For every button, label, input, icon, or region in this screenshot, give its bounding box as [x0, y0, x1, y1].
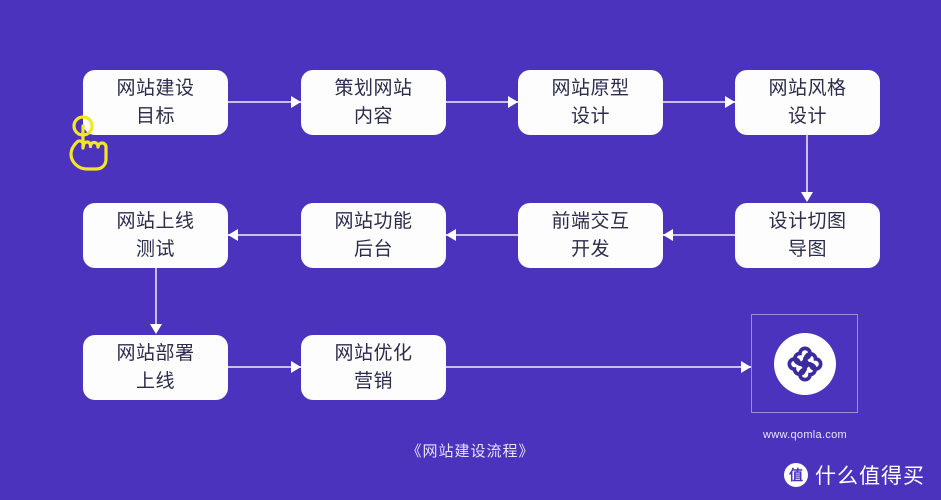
edge-deploy-to-optimize [228, 366, 301, 368]
qomla-pinwheel-logo-icon [787, 346, 822, 381]
arrow-prototype-to-style [725, 96, 735, 108]
arrow-test-to-deploy [150, 324, 162, 334]
arrow-style-to-slicing [801, 192, 813, 202]
edge-backend-to-test [228, 234, 301, 236]
flow-node-plan-content[interactable]: 策划网站 内容 [301, 70, 446, 135]
edge-frontend-to-backend [446, 234, 518, 236]
diagram-caption: 《网站建设流程》 [406, 443, 535, 460]
flow-node-backend-function[interactable]: 网站功能 后台 [301, 203, 446, 268]
edge-optimize-to-logo [446, 366, 751, 368]
arrow-slicing-to-frontend [663, 229, 673, 241]
flow-node-frontend-dev[interactable]: 前端交互 开发 [518, 203, 663, 268]
pointing-hand-tap-icon [66, 114, 118, 174]
arrow-plan-to-prototype [508, 96, 518, 108]
watermark-text: 什么值得买 [815, 465, 925, 488]
arrow-frontend-to-backend [446, 229, 456, 241]
arrow-backend-to-test [228, 229, 238, 241]
flow-node-launch-test[interactable]: 网站上线 测试 [83, 203, 228, 268]
logo-disc [773, 332, 836, 395]
flow-node-style-design[interactable]: 网站风格 设计 [735, 70, 880, 135]
edge-test-to-deploy [155, 268, 157, 327]
edge-plan-to-prototype [446, 101, 518, 103]
edge-slicing-to-frontend [663, 234, 735, 236]
edge-goal-to-plan [228, 101, 301, 103]
flow-node-website-goal[interactable]: 网站建设 目标 [83, 70, 228, 135]
flow-node-deploy-online[interactable]: 网站部署 上线 [83, 335, 228, 400]
logo-url-label: www.qomla.com [763, 429, 847, 441]
arrow-optimize-to-logo [741, 361, 751, 373]
edge-style-to-slicing [806, 135, 808, 195]
watermark: 值 什么值得买 [784, 460, 925, 490]
flow-node-optimize-marketing[interactable]: 网站优化 营销 [301, 335, 446, 400]
flow-node-slicing-mapping[interactable]: 设计切图 导图 [735, 203, 880, 268]
arrow-goal-to-plan [291, 96, 301, 108]
flow-node-prototype-design[interactable]: 网站原型 设计 [518, 70, 663, 135]
watermark-badge-icon: 值 [784, 463, 808, 487]
arrow-deploy-to-optimize [291, 361, 301, 373]
edge-prototype-to-style [663, 101, 735, 103]
logo-frame [751, 314, 858, 413]
